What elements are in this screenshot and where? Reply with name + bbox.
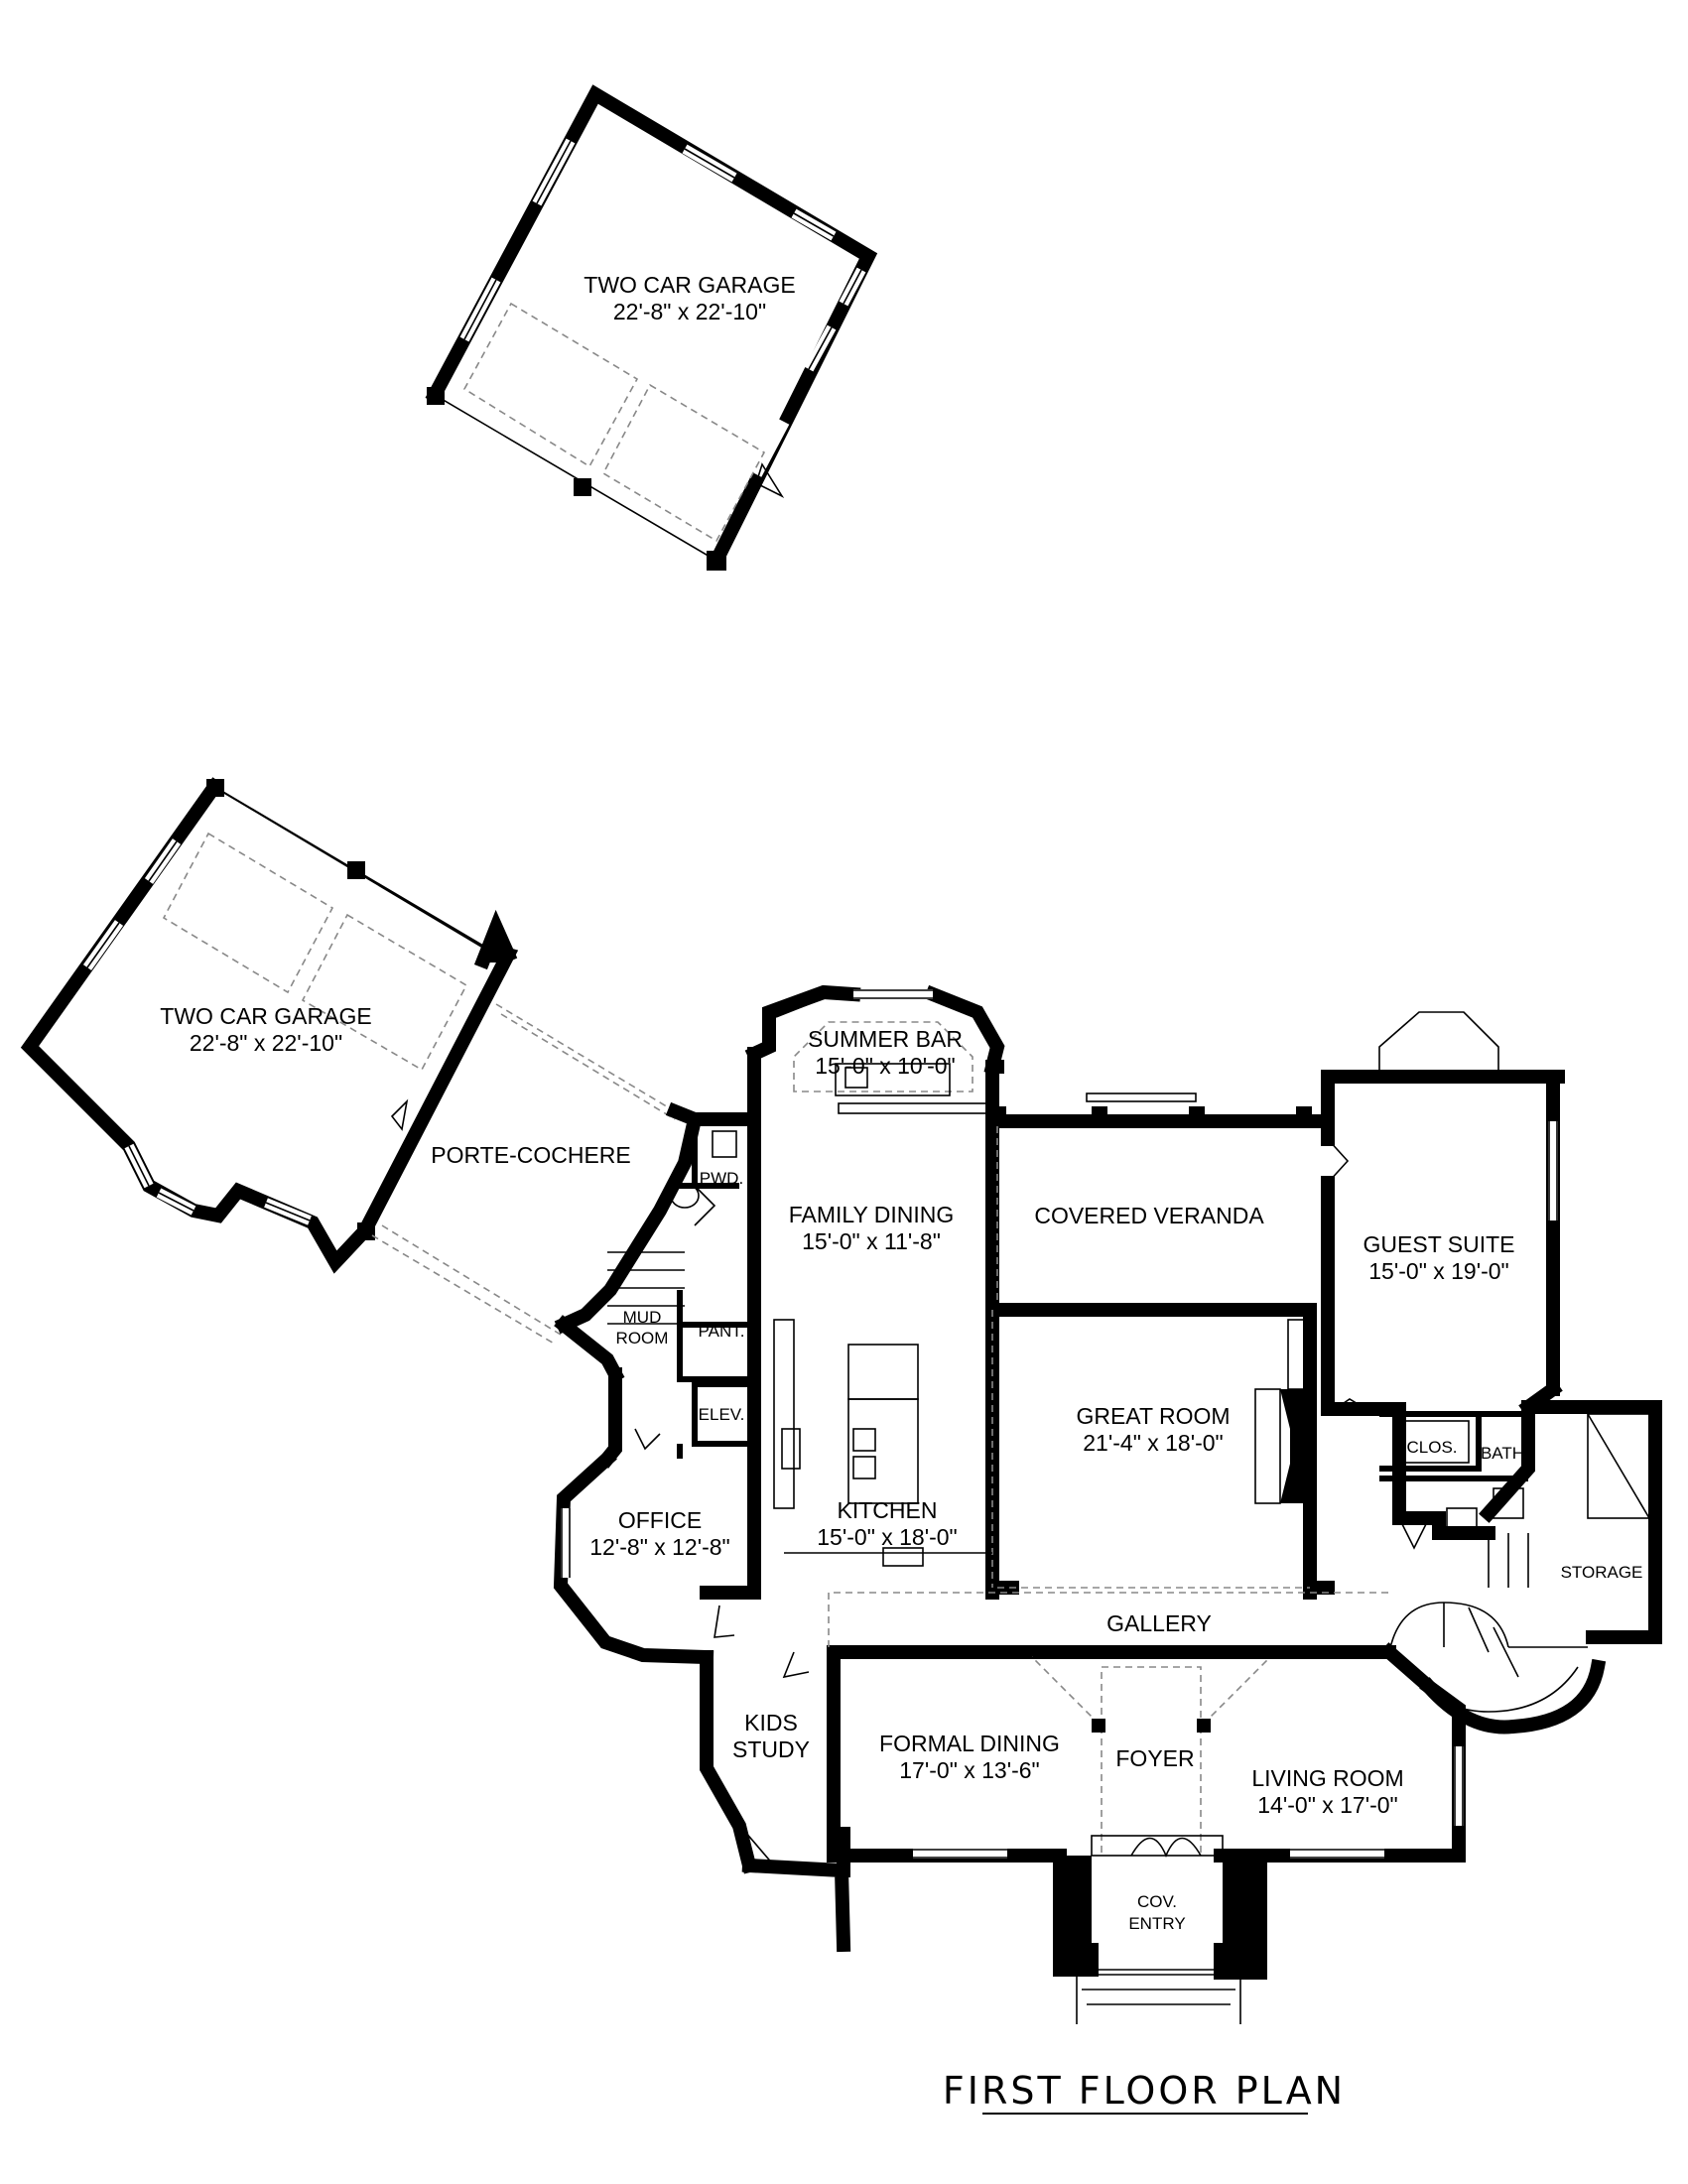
main-house-walls — [553, 984, 1662, 1980]
cov-entry — [1060, 1835, 1260, 2024]
office-name: OFFICE — [618, 1507, 702, 1533]
storage-name: STORAGE — [1561, 1563, 1643, 1582]
garage-left-dims: 22'-8" x 22'-10" — [190, 1030, 342, 1056]
office-dims: 12'-8" x 12'-8" — [589, 1534, 729, 1560]
bath-name: BATH — [1481, 1444, 1524, 1463]
guest-suite-dims: 15'-0" x 19'-0" — [1368, 1258, 1508, 1284]
mud-room-name-1: MUD — [623, 1308, 662, 1327]
family-dining-dims: 15'-0" x 11'-8" — [802, 1228, 941, 1254]
living-room-name: LIVING ROOM — [1251, 1765, 1403, 1791]
office-windows — [561, 1121, 1558, 1866]
guest-suite-name: GUEST SUITE — [1363, 1231, 1515, 1257]
spiral-stair — [1388, 1602, 1588, 1713]
garage-top-name: TWO CAR GARAGE — [584, 272, 795, 298]
cov-entry-name-1: COV. — [1137, 1892, 1177, 1911]
columns — [990, 1092, 1312, 1733]
plan-title: FIRST FLOOR PLAN — [943, 2069, 1346, 2113]
mud-room-name-2: ROOM — [616, 1329, 669, 1348]
kids-study-name-2: STUDY — [732, 1736, 810, 1762]
covered-veranda-name: COVERED VERANDA — [1034, 1203, 1264, 1228]
fixtures — [773, 1063, 1310, 1567]
great-room-dims: 21'-4" x 18'-0" — [1083, 1430, 1223, 1456]
family-dining-name: FAMILY DINING — [789, 1202, 955, 1227]
summer-bar-name: SUMMER BAR — [808, 1026, 963, 1052]
kids-study-name-1: KIDS — [744, 1710, 798, 1735]
garage-left-name: TWO CAR GARAGE — [160, 1003, 371, 1029]
summer-bar-windows — [775, 989, 978, 1018]
summer-bar-dims: 15'-0" x 10'-0" — [815, 1053, 955, 1079]
formal-dining-dims: 17'-0" x 13'-6" — [899, 1757, 1039, 1783]
porte-cochere: PORTE-COCHERE — [371, 1003, 676, 1346]
pwd-name: PWD. — [700, 1169, 743, 1188]
porte-cochere-name: PORTE-COCHERE — [431, 1142, 631, 1168]
great-room-name: GREAT ROOM — [1076, 1403, 1230, 1429]
gallery-name: GALLERY — [1106, 1610, 1212, 1636]
formal-dining-name: FORMAL DINING — [879, 1731, 1060, 1756]
foyer-name: FOYER — [1115, 1745, 1194, 1771]
elevator-name: ELEV. — [699, 1405, 745, 1424]
cov-entry-name-2: ENTRY — [1128, 1914, 1185, 1933]
garage-left: TWO CAR GARAGE 22'-8" x 22'-10" — [20, 777, 519, 1274]
room-labels: SUMMER BAR 15'-0" x 10'-0" FAMILY DINING… — [589, 1026, 1642, 1933]
garage-top: TWO CAR GARAGE 22'-8" x 22'-10" — [425, 84, 878, 571]
living-room-dims: 14'-0" x 17'-0" — [1257, 1792, 1397, 1818]
interior-walls — [607, 1119, 1650, 1588]
dashed-outlines — [793, 1011, 1499, 1856]
closet-name: CLOS. — [1406, 1438, 1457, 1457]
garage-top-dims: 22'-8" x 22'-10" — [613, 299, 766, 324]
pantry-name: PANT. — [699, 1322, 745, 1341]
doors — [634, 1138, 1430, 1679]
kitchen-dims: 15'-0" x 18'-0" — [817, 1524, 957, 1550]
kitchen-name: KITCHEN — [838, 1497, 938, 1523]
